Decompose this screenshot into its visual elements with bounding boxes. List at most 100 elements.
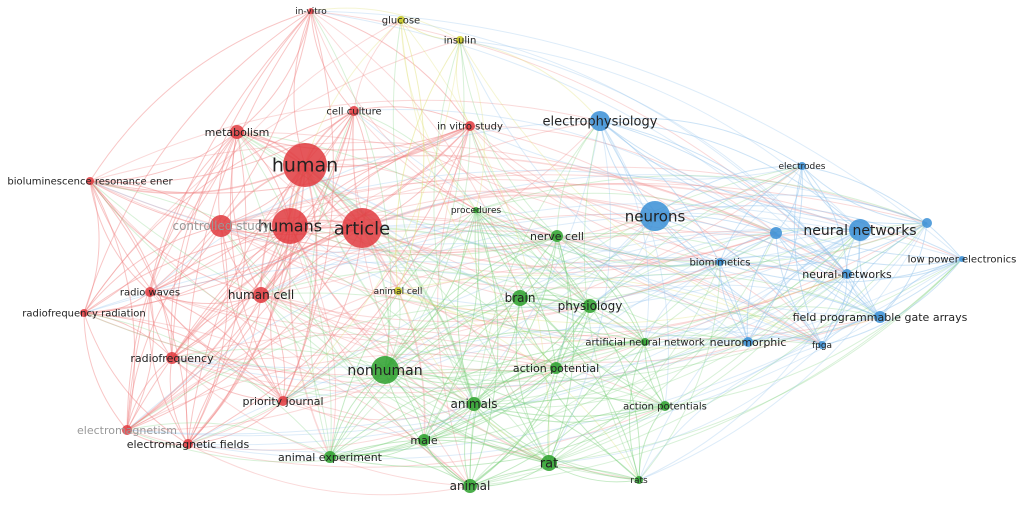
node-label-rat[interactable]: rat	[540, 457, 558, 472]
edge	[628, 341, 646, 481]
node-label-electrophysiology[interactable]: electrophysiology	[543, 115, 658, 130]
node-label-action-potential[interactable]: action potential	[513, 362, 599, 375]
node-label-in-vitro-study[interactable]: in vitro study	[437, 122, 503, 133]
node-article[interactable]	[342, 208, 382, 248]
node-label-electromagnetism[interactable]: electromagnetism	[77, 424, 177, 437]
node-label-neural-networks-2[interactable]: neural-networks	[802, 268, 892, 281]
node-label-article[interactable]: article	[334, 218, 390, 239]
node-label-glucose[interactable]: glucose	[382, 16, 420, 27]
node-label-nerve-cell[interactable]: nerve cell	[530, 230, 584, 243]
node-label-neural-networks[interactable]: neural networks	[803, 223, 916, 239]
node-male[interactable]	[418, 434, 430, 446]
node-label-nonhuman[interactable]: nonhuman	[347, 363, 422, 379]
node-humans[interactable]	[272, 208, 308, 244]
node-metabolism[interactable]	[230, 125, 244, 139]
node-human-cell[interactable]	[253, 287, 269, 303]
node-label-action-potentials[interactable]: action potentials	[623, 402, 707, 413]
node-nerve-cell[interactable]	[551, 230, 563, 242]
node-label-radio-waves[interactable]: radio waves	[120, 288, 180, 299]
node-label-human[interactable]: human	[272, 155, 338, 177]
node-controlled-study[interactable]	[210, 215, 232, 237]
edge	[89, 164, 306, 194]
node-label-physiology[interactable]: physiology	[558, 299, 623, 313]
node-label-neurons[interactable]: neurons	[625, 207, 686, 225]
node-nonhuman[interactable]	[371, 356, 399, 384]
node-electrodes[interactable]	[798, 162, 806, 170]
node-human[interactable]	[283, 143, 327, 187]
node-label-animal-cell[interactable]: animal cell	[374, 287, 423, 297]
node-label-low-power[interactable]: low power electronics	[908, 255, 1017, 266]
edge	[775, 232, 823, 346]
node-animal[interactable]	[463, 479, 477, 493]
node-label-animals[interactable]: animals	[451, 397, 498, 411]
node-rf-radiation[interactable]	[80, 309, 88, 317]
node-ann[interactable]	[641, 338, 649, 346]
node-neurons[interactable]	[640, 201, 670, 231]
node-fpga-long[interactable]	[874, 311, 886, 323]
node-label-neuromorphic[interactable]: neuromorphic	[710, 336, 787, 349]
node-animal-experiment[interactable]	[324, 451, 336, 463]
node-animals[interactable]	[467, 397, 481, 411]
node-label-radiofrequency[interactable]: radiofrequency	[130, 352, 214, 365]
node-insulin[interactable]	[456, 36, 464, 44]
node-label-procedures[interactable]: procedures	[451, 206, 502, 216]
node-in-vitro[interactable]	[308, 8, 314, 14]
node-label-in-vitro[interactable]: in-vitro	[295, 7, 327, 17]
node-electromagnetism[interactable]	[122, 425, 132, 435]
node-animal-cell[interactable]	[394, 287, 402, 295]
node-label-ann[interactable]: artificial neural network	[585, 338, 704, 349]
node-label-animal[interactable]: animal	[450, 479, 491, 493]
node-label-humans[interactable]: humans	[258, 217, 322, 236]
node-cell-culture[interactable]	[349, 106, 359, 116]
node-physiology[interactable]	[583, 299, 597, 313]
node-em-fields[interactable]	[183, 439, 193, 449]
node-label-biomimetics[interactable]: biomimetics	[689, 258, 750, 269]
node-glucose[interactable]	[397, 16, 405, 24]
node-fpga[interactable]	[818, 341, 826, 349]
edge	[304, 164, 550, 464]
node-label-metabolism[interactable]: metabolism	[205, 126, 270, 139]
node-brain[interactable]	[512, 290, 528, 306]
node-neural-networks[interactable]	[849, 219, 871, 241]
edge	[475, 209, 749, 343]
node-label-brain[interactable]: brain	[505, 291, 536, 305]
edge	[459, 39, 823, 346]
edge	[821, 222, 928, 346]
node-blue-unlabeled-1[interactable]	[770, 227, 782, 239]
node-bioluminescence[interactable]	[86, 177, 94, 185]
node-in-vitro-study[interactable]	[465, 121, 475, 131]
node-label-male[interactable]: male	[410, 434, 438, 447]
node-label-controlled-study[interactable]: controlled study	[172, 219, 269, 233]
node-electrophysiology[interactable]	[590, 111, 610, 131]
edge	[395, 39, 461, 292]
node-label-insulin[interactable]: insulin	[444, 36, 477, 47]
node-rats[interactable]	[635, 476, 643, 484]
node-procedures[interactable]	[473, 207, 479, 213]
node-label-human-cell[interactable]: human cell	[228, 288, 294, 302]
node-label-bioluminescence[interactable]: bioluminescence resonance ener	[7, 177, 173, 188]
node-low-power[interactable]	[959, 256, 965, 262]
node-action-potential[interactable]	[550, 362, 562, 374]
node-rat[interactable]	[541, 455, 557, 471]
node-neural-networks-2[interactable]	[842, 269, 852, 279]
node-neuromorphic[interactable]	[743, 337, 753, 347]
node-label-fpga-long[interactable]: field programmable gate arrays	[793, 311, 968, 324]
edge	[83, 125, 471, 314]
node-label-fpga[interactable]: fpga	[812, 341, 832, 351]
node-label-animal-experiment[interactable]: animal experiment	[278, 451, 383, 464]
node-action-potentials[interactable]	[660, 401, 670, 411]
node-label-em-fields[interactable]: electromagnetic fields	[127, 438, 250, 451]
node-label-priority-journal[interactable]: priority journal	[242, 395, 323, 408]
node-priority-journal[interactable]	[278, 396, 288, 406]
node-radiofrequency[interactable]	[166, 352, 178, 364]
node-label-electrodes[interactable]: electrodes	[779, 162, 826, 172]
node-radio-waves[interactable]	[145, 287, 155, 297]
node-label-rf-radiation[interactable]: radiofrequency radiation	[22, 309, 145, 320]
node-biomimetics[interactable]	[716, 258, 724, 266]
edge	[519, 215, 656, 299]
node-label-cell-culture[interactable]: cell culture	[326, 107, 381, 118]
node-label-rats[interactable]: rats	[630, 476, 648, 486]
edge	[719, 232, 777, 263]
edge	[282, 227, 363, 402]
node-blue-unlabeled-2[interactable]	[922, 218, 932, 228]
